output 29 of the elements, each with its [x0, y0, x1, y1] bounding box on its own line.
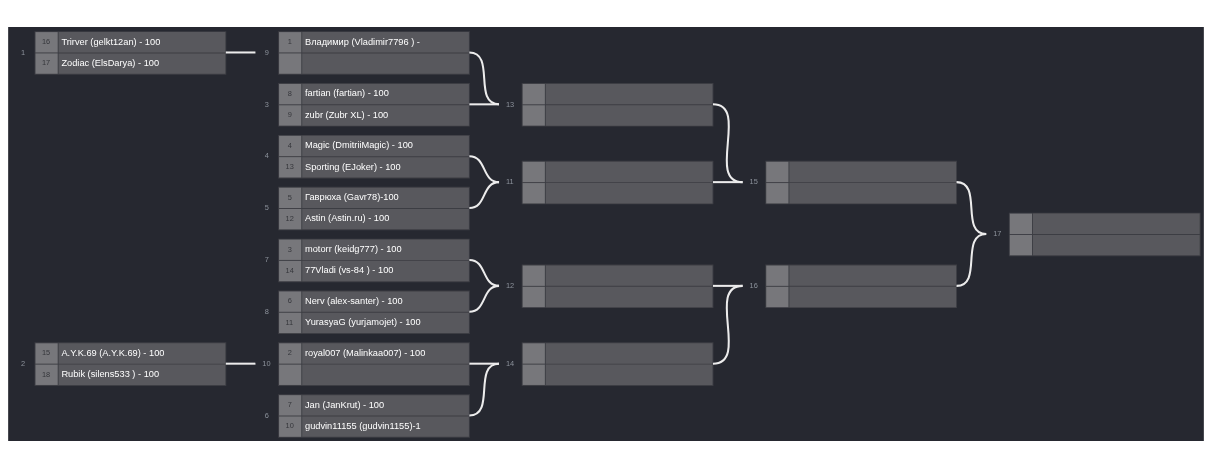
node-label: 13 [505, 99, 515, 109]
connector [469, 102, 500, 105]
node-label: 1 [21, 47, 26, 57]
connector [469, 180, 500, 209]
node-label: 9 [264, 47, 269, 57]
connector [712, 180, 743, 183]
node-label: 7 [264, 254, 269, 264]
node-label: 10 [262, 358, 271, 368]
connector [469, 284, 500, 313]
node-label: 5 [264, 202, 269, 212]
node-label: 11 [505, 176, 514, 186]
connector [469, 50, 500, 105]
node-label: 16 [749, 280, 758, 290]
node-label: 4 [264, 150, 269, 160]
connector [956, 232, 987, 287]
connector [225, 362, 256, 365]
node-label: 2 [21, 358, 26, 368]
node-label: 8 [264, 306, 269, 316]
node-label: 17 [993, 228, 1002, 238]
node-label: 12 [505, 280, 515, 290]
connector [469, 362, 500, 417]
connector [712, 284, 743, 287]
node-label: 6 [264, 410, 269, 420]
connector [225, 50, 256, 53]
node-label: 3 [264, 99, 269, 109]
node-label: 14 [505, 358, 515, 368]
node-label: 15 [749, 176, 758, 186]
connector [712, 102, 743, 183]
connector [712, 284, 743, 365]
